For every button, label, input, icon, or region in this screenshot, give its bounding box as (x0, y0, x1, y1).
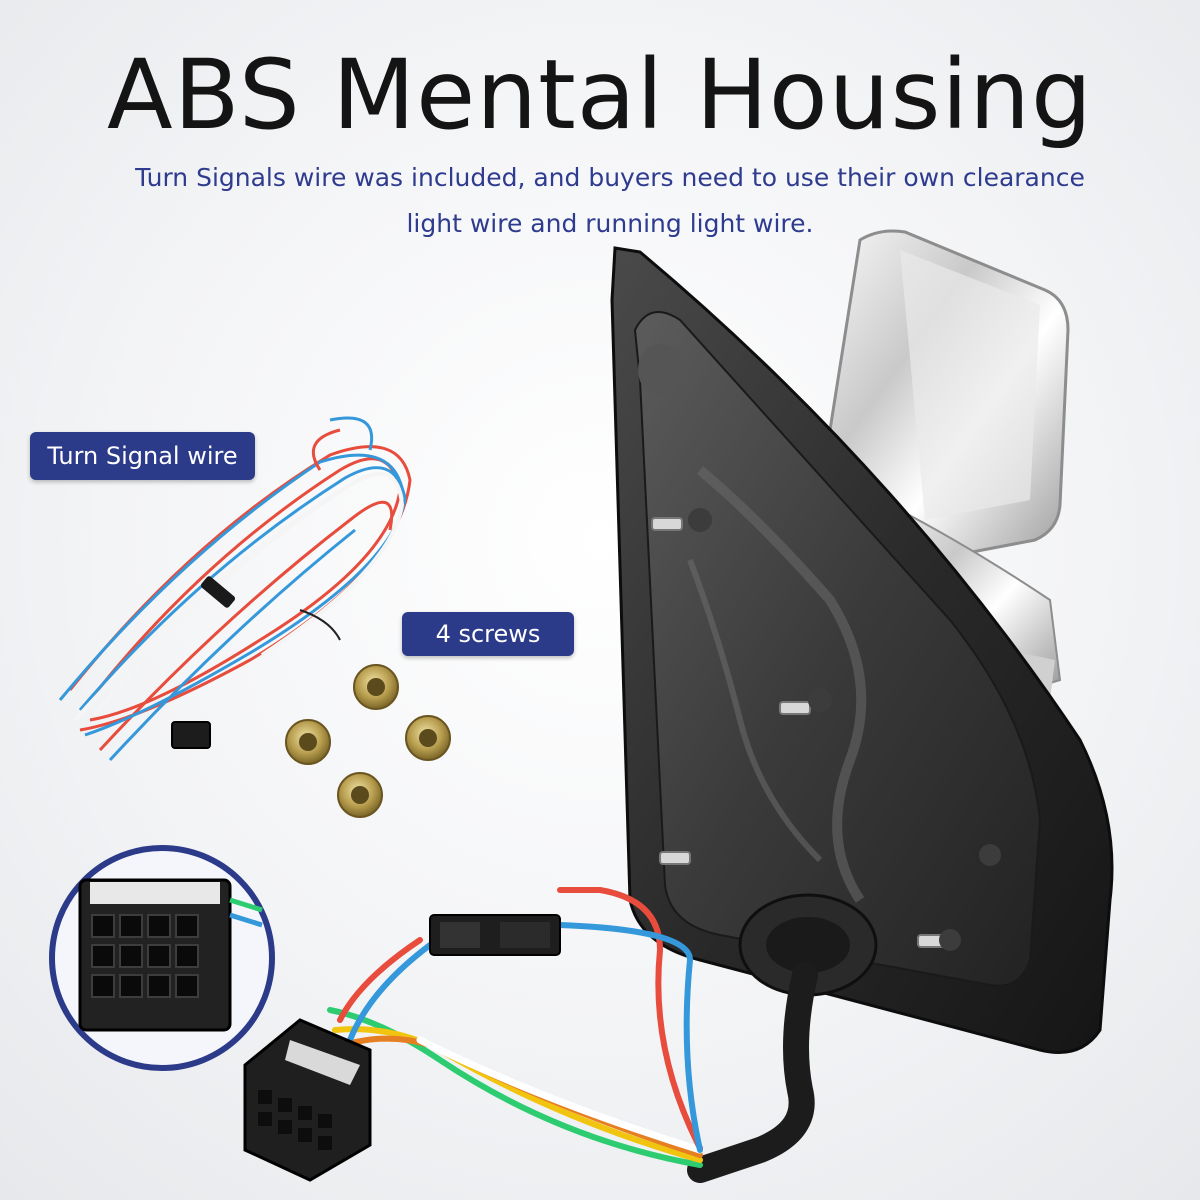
mirror-housing (610, 246, 1114, 1054)
turn-signal-wire-coil (58, 416, 412, 762)
screw-nut (337, 772, 383, 818)
screws-label: 4 screws (402, 612, 574, 656)
turn-signal-wire-label: Turn Signal wire (30, 432, 255, 480)
screw-nut (353, 664, 399, 710)
subtitle-text: Turn Signals wire was included, and buye… (135, 163, 1085, 238)
screws-group (285, 664, 451, 818)
wire-coil-connector (171, 721, 211, 749)
harness-wires (327, 887, 704, 1168)
wire-coil-tie (200, 576, 236, 608)
page-title: ABS Mental Housing (107, 39, 1093, 151)
connector-closeup-inset (49, 845, 275, 1071)
screw-nut (285, 719, 331, 765)
cable-grommet (687, 893, 878, 1183)
harness-plug (243, 1018, 372, 1182)
inline-connector (429, 914, 561, 956)
screw-nut (405, 715, 451, 761)
